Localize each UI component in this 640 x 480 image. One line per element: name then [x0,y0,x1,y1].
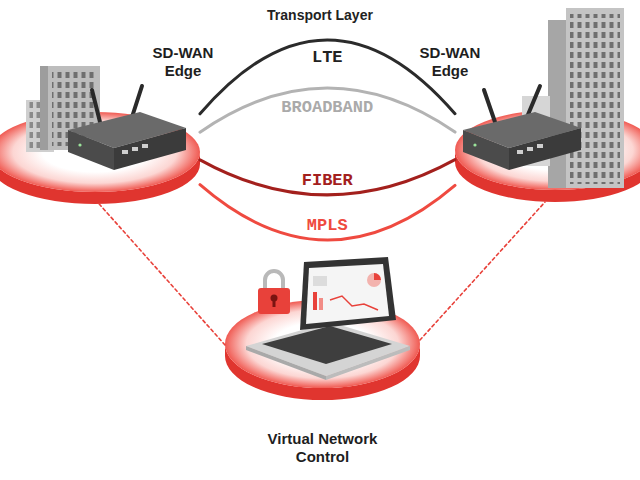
disc-top [0,112,200,192]
platform-disc [0,112,200,204]
link-label: FIBER [302,170,353,189]
control-link [99,204,225,345]
node-label: SD-WAN Edge [142,44,224,80]
node-platform: Virtual Network Control [225,300,420,400]
link-label: BROADBAND [281,98,373,117]
disc-top [455,110,640,190]
disc-top [225,300,420,388]
platform-disc [225,300,420,400]
link-label: MPLS [307,216,348,235]
node-label: SD-WAN Edge [409,44,491,80]
node-platform: SD-WAN Edge [0,112,200,204]
layer-title: Transport Layer [220,7,420,23]
transport-link [200,185,455,240]
transport-link [200,88,455,132]
control-link [420,202,545,340]
node-label: Virtual Network Control [250,430,395,466]
platform-disc [455,110,640,202]
transport-link [200,160,455,195]
link-label: LTE [312,47,343,66]
node-platform: SD-WAN Edge [455,110,640,202]
